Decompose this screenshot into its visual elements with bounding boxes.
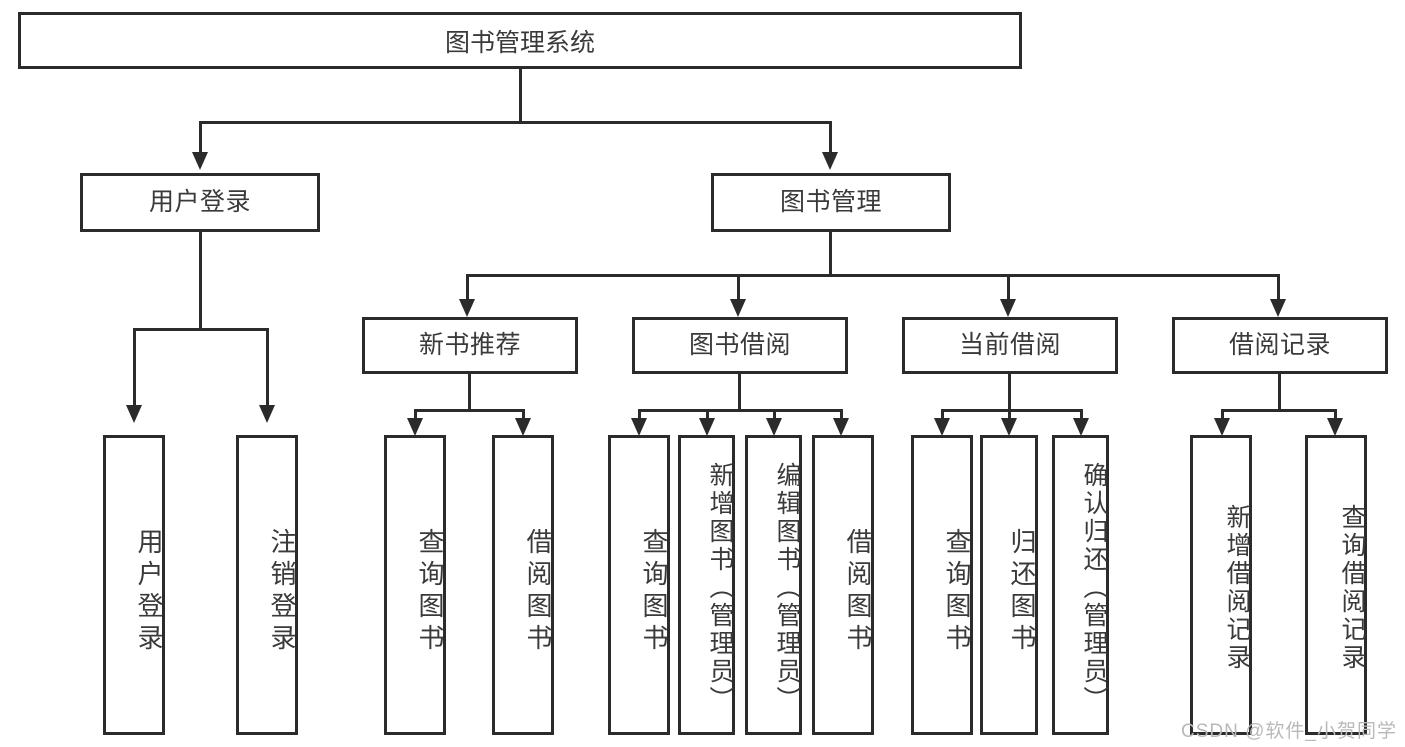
leaf-bookborrow-add-book-admin[interactable]: 新增图书（管理员） [678, 435, 735, 735]
leaf-currentborrow-return-book[interactable]: 归还图书 [980, 435, 1038, 735]
connector-user-login-to-leaf-2 [266, 328, 269, 407]
node-book-borrow[interactable]: 图书借阅 [632, 317, 848, 374]
arrowhead-bm-book-borrow [730, 299, 746, 317]
connector-bookborrow-leaf-4 [840, 409, 843, 424]
connector-currentborrow-leaf-3 [1080, 409, 1083, 424]
arrowhead-currentborrow-leaf-3 [1073, 418, 1089, 436]
leaf-add-borrow-record[interactable]: 新增借阅记录 [1190, 435, 1252, 735]
connector-currentborrow-leaf-2 [1008, 409, 1011, 424]
connector-root-to-user-login [199, 121, 202, 154]
connector-user-login-bus [133, 328, 269, 331]
leaf-currentborrow-confirm-return-admin[interactable]: 确认归还（管理员） [1052, 435, 1109, 735]
connector-bookborrow-stem [738, 374, 741, 409]
node-new-book-recommend[interactable]: 新书推荐 [362, 317, 578, 374]
leaf-query-borrow-record[interactable]: 查询借阅记录 [1305, 435, 1367, 735]
leaf-logout[interactable]: 注销登录 [236, 435, 298, 735]
leaf-bookborrow-edit-book-admin[interactable]: 编辑图书（管理员） [745, 435, 802, 735]
connector-newbook-bus [414, 409, 525, 412]
arrowhead-bookborrow-leaf-2 [699, 418, 715, 436]
arrowhead-root-to-user-login [192, 152, 208, 170]
connector-bookborrow-leaf-3 [773, 409, 776, 424]
arrowhead-bm-current-borrow [1000, 299, 1016, 317]
leaf-newbook-query-book[interactable]: 查询图书 [384, 435, 446, 735]
connector-book-manage-stem [829, 232, 832, 274]
connector-borrowrecord-leaf-1 [1221, 409, 1224, 424]
connector-book-manage-bus [466, 274, 1278, 277]
arrowhead-borrowrecord-leaf-1 [1214, 418, 1230, 436]
connector-user-login-stem [199, 232, 202, 328]
connector-currentborrow-leaf-1 [941, 409, 944, 424]
connector-bm-to-current-borrow [1007, 274, 1010, 301]
arrowhead-bm-new-book [459, 299, 475, 317]
node-user-login[interactable]: 用户登录 [80, 173, 320, 232]
connector-bm-to-book-borrow [737, 274, 740, 301]
connector-borrowrecord-bus [1221, 409, 1337, 412]
connector-bm-to-borrow-record [1277, 274, 1280, 301]
connector-newbook-leaf-1 [414, 409, 417, 424]
connector-currentborrow-stem [1008, 374, 1011, 409]
arrowhead-bookborrow-leaf-3 [766, 418, 782, 436]
connector-bookborrow-leaf-1 [638, 409, 641, 424]
arrowhead-user-login-leaf-1 [126, 405, 142, 423]
connector-newbook-leaf-2 [522, 409, 525, 424]
leaf-newbook-borrow-book[interactable]: 借阅图书 [492, 435, 554, 735]
connector-bookborrow-leaf-2 [706, 409, 709, 424]
connector-bookborrow-bus [638, 409, 843, 412]
node-current-borrow[interactable]: 当前借阅 [902, 317, 1118, 374]
connector-root-stem [519, 69, 522, 121]
arrowhead-newbook-leaf-2 [515, 418, 531, 436]
connector-root-bus [199, 121, 832, 124]
node-root-system[interactable]: 图书管理系统 [18, 12, 1022, 69]
leaf-bookborrow-borrow-book[interactable]: 借阅图书 [812, 435, 874, 735]
connector-root-to-book-manage [829, 121, 832, 154]
arrowhead-borrowrecord-leaf-2 [1327, 418, 1343, 436]
connector-newbook-stem [468, 374, 471, 409]
csdn-watermark: CSDN @软件_小贺同学 [1181, 721, 1397, 742]
arrowhead-root-to-book-manage [822, 152, 838, 170]
arrowhead-newbook-leaf-1 [407, 418, 423, 436]
node-book-management[interactable]: 图书管理 [711, 173, 951, 232]
connector-borrowrecord-leaf-2 [1334, 409, 1337, 424]
arrowhead-currentborrow-leaf-1 [934, 418, 950, 436]
connector-bm-to-new-book [466, 274, 469, 301]
connector-user-login-to-leaf-1 [133, 328, 136, 407]
arrowhead-bookborrow-leaf-4 [833, 418, 849, 436]
node-borrow-record[interactable]: 借阅记录 [1172, 317, 1388, 374]
arrowhead-bm-borrow-record [1270, 299, 1286, 317]
arrowhead-bookborrow-leaf-1 [631, 418, 647, 436]
leaf-bookborrow-query-book[interactable]: 查询图书 [608, 435, 670, 735]
arrowhead-currentborrow-leaf-2 [1001, 418, 1017, 436]
connector-currentborrow-bus [941, 409, 1083, 412]
arrowhead-user-login-leaf-2 [259, 405, 275, 423]
leaf-user-login[interactable]: 用户登录 [103, 435, 165, 735]
connector-borrowrecord-stem [1278, 374, 1281, 409]
leaf-currentborrow-query-book[interactable]: 查询图书 [911, 435, 973, 735]
